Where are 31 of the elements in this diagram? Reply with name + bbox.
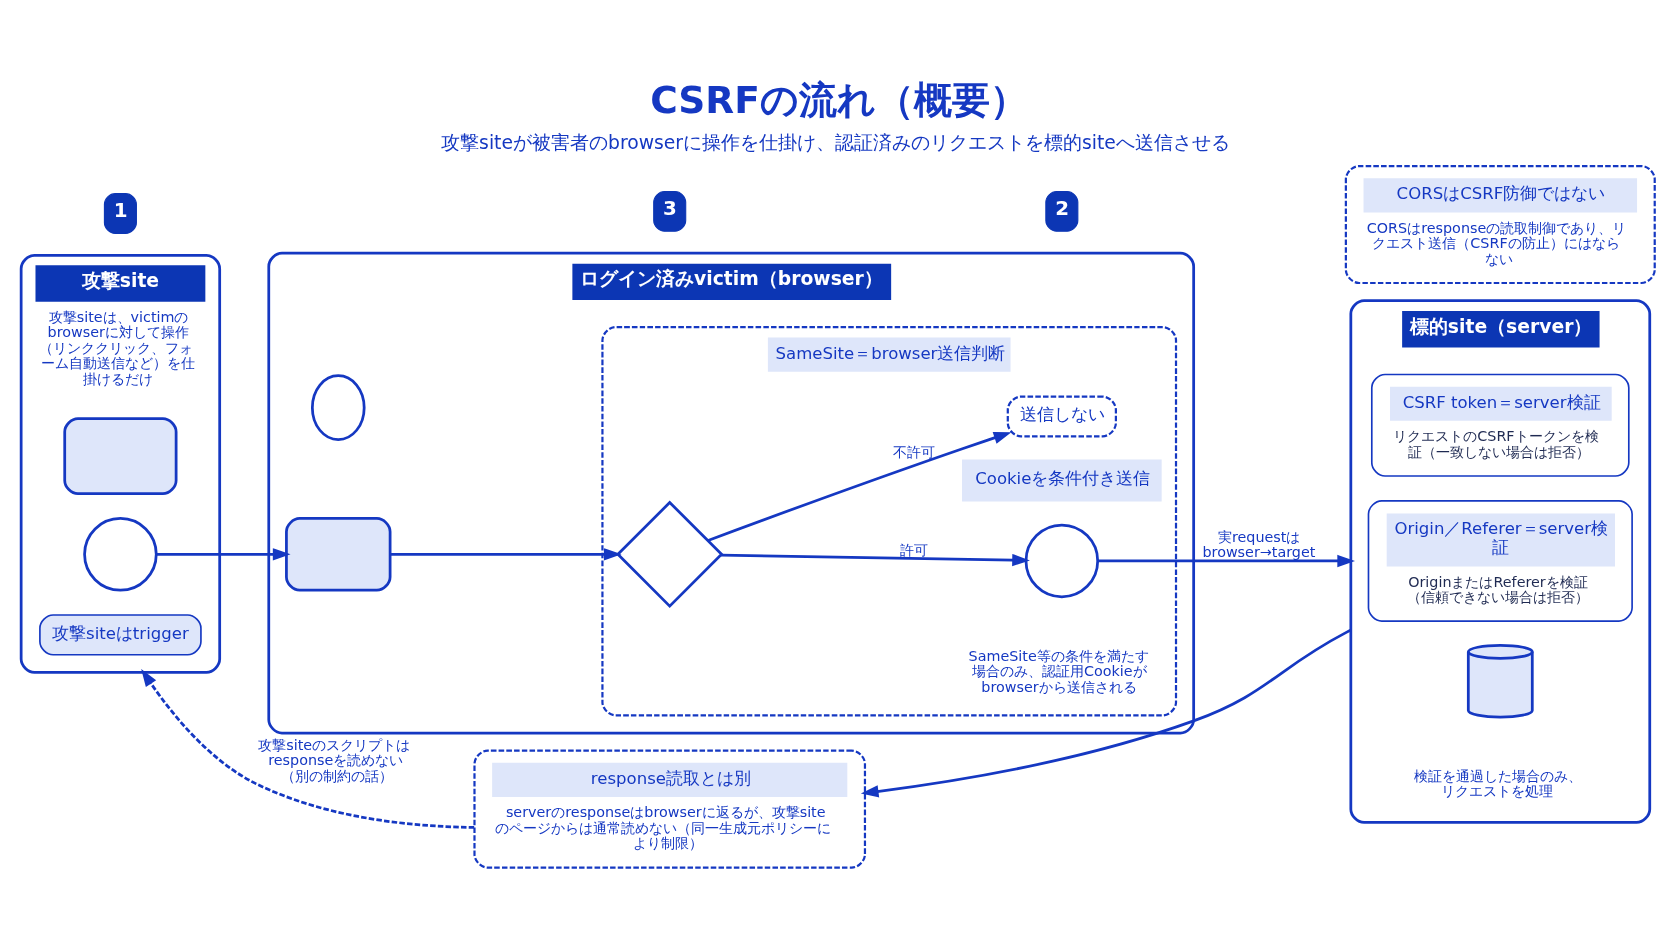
node-person	[310, 374, 366, 441]
caption: 攻撃siteが被害者のbrowserに操作を仕掛け、認証済みのリクエストを標的siteへ送信させる	[441, 132, 1230, 154]
label: 2	[1055, 197, 1070, 221]
node-diamond	[615, 500, 724, 609]
label: 1	[113, 199, 128, 223]
arrow	[860, 628, 1352, 798]
node-box: Origin／Referer＝server検証 OriginまたはRefererを検証（信頼できない場合は拒否）	[1367, 500, 1633, 622]
node-box: CORSはCSRF防御ではない CORSはresponseの読取制御であり、リクエスト送信（CSRFの防止）にはならない	[1344, 164, 1656, 285]
arrow	[141, 668, 475, 829]
edge-label: 攻撃siteのスクリプトはresponseを読めない（別の制約の話）	[258, 737, 411, 784]
node-box: response読取とは別 serverのresponseはbrowserに返るが、攻撃siteのページからは通常読めない（同一生成元ポリシーにより制限）	[473, 749, 867, 869]
node-circle	[83, 517, 158, 592]
node-box	[285, 517, 392, 592]
node-box: CSRF token＝server検証 リクエストのCSRFトークンを検証（一致しない場合は拒否）	[1370, 373, 1630, 477]
diagram-title: CSRFの流れ（概要）	[650, 78, 1028, 123]
edge-label: 許可	[899, 541, 928, 558]
arrow	[390, 548, 622, 561]
arrow	[707, 431, 1012, 542]
arrow	[156, 548, 291, 561]
node-box	[63, 417, 178, 496]
edge-label: 実requestはbrowser→target	[1202, 528, 1316, 560]
node-box: 攻撃siteはtrigger	[39, 614, 202, 656]
node-circle	[1024, 523, 1100, 599]
node-box: Cookieを条件付き送信	[962, 459, 1162, 502]
node-label: 検証を通過した場合のみ、リクエストを処理	[1413, 767, 1582, 800]
node-label: SameSite等の条件を満たす場合のみ、認証用Cookieがbrowserから送信される	[968, 647, 1149, 695]
edge-label: 不許可	[892, 443, 935, 460]
arrow	[720, 553, 1030, 567]
label: 3	[663, 197, 677, 221]
node-box: 送信しない	[1006, 395, 1117, 438]
arrow	[1097, 554, 1356, 568]
